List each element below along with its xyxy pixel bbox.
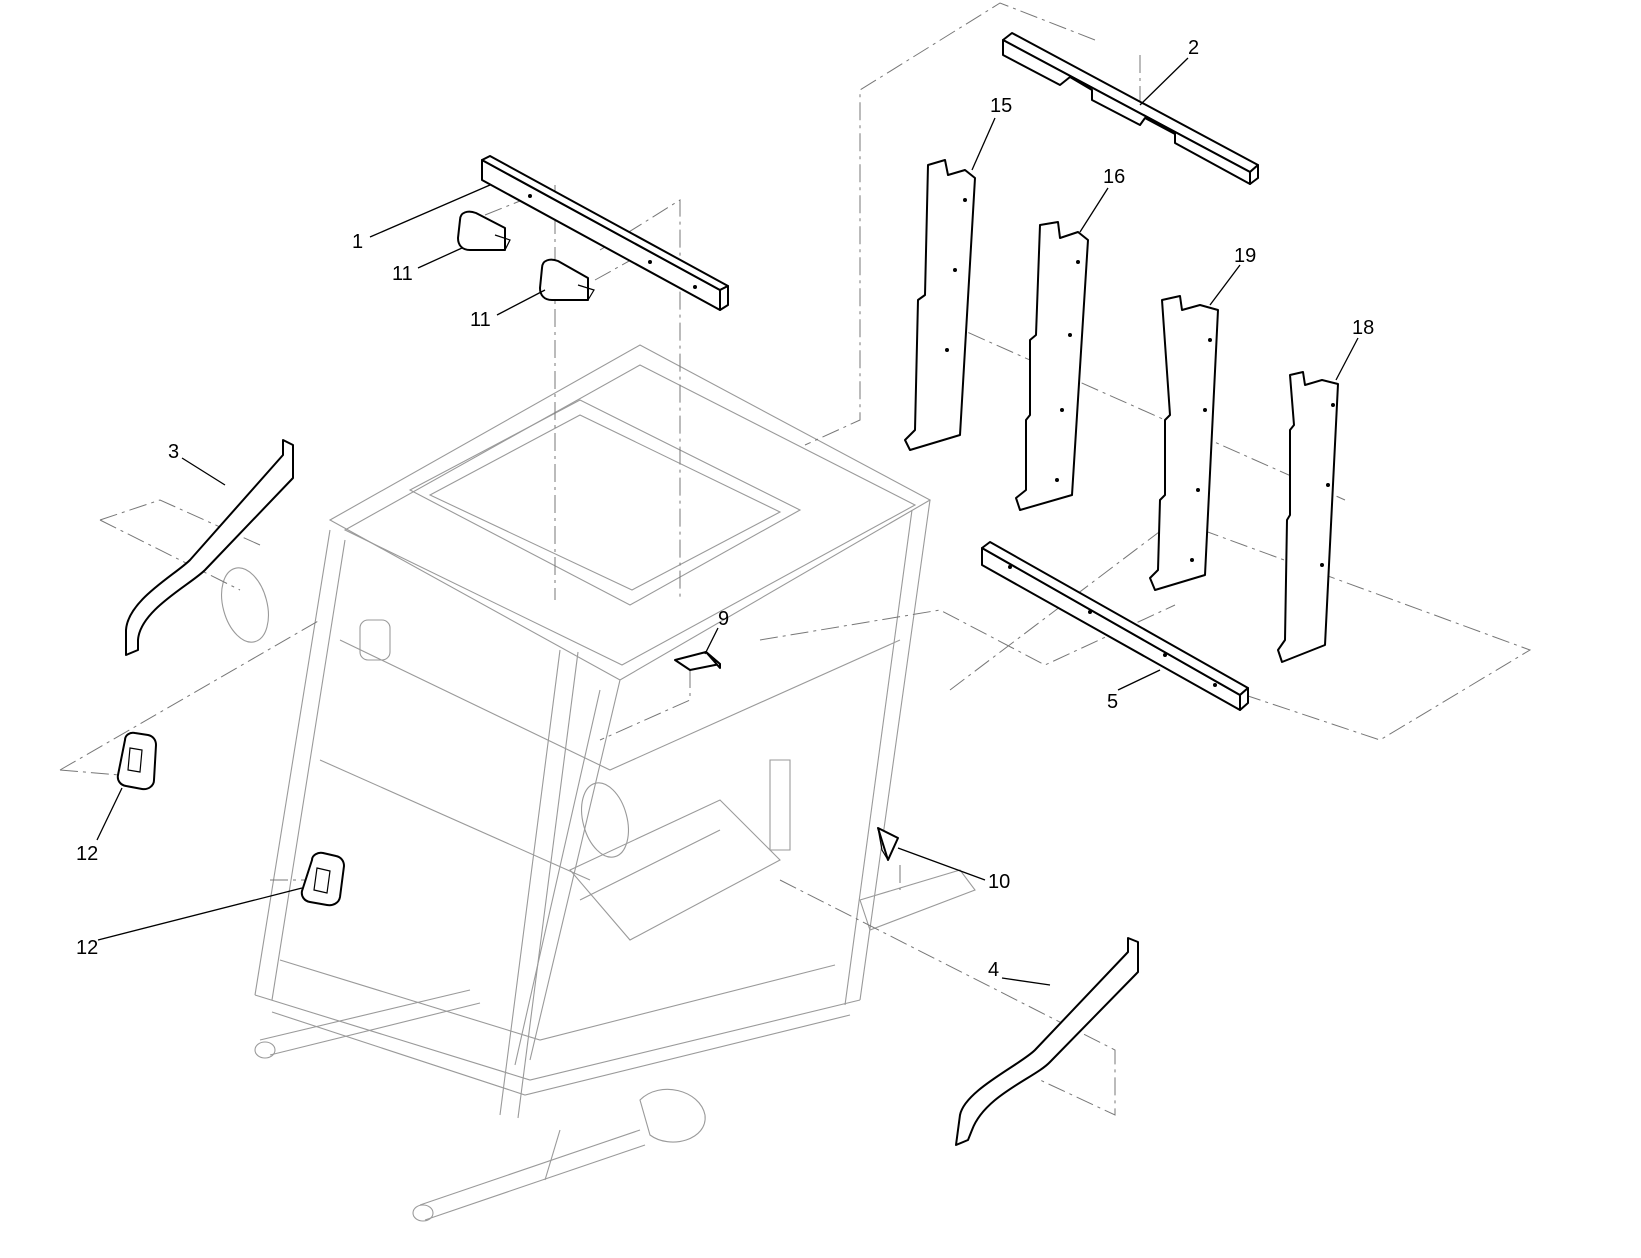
callout-18: 18 [1352,317,1374,339]
callout-11-upper: 11 [392,263,413,285]
callout-5: 5 [1107,691,1118,713]
callout-11-lower: 11 [470,309,491,331]
callout-labels: 1 2 3 4 5 9 10 11 11 12 12 15 16 18 19 [76,37,1374,981]
callout-1: 1 [352,231,363,253]
callout-15: 15 [990,95,1012,117]
callout-12-lower: 12 [76,937,98,959]
part-11-pad-upper [457,210,511,251]
part-10-wedge [877,827,899,861]
part-11-pad-lower [539,258,595,301]
callout-12-upper: 12 [76,843,98,865]
callout-4: 4 [988,959,999,981]
callout-10: 10 [988,871,1010,893]
callout-19: 19 [1234,245,1256,267]
part-12-pad-upper [116,731,157,791]
part-15-panel [904,159,976,451]
part-12-pad-lower [300,851,345,907]
callout-2: 2 [1188,37,1199,59]
callout-9: 9 [718,608,729,630]
part-4-right-curved-strip [955,937,1139,1146]
part-2-top-rear-bar [1002,32,1259,185]
part-19-panel [1149,295,1219,591]
part-5-rear-bar [981,541,1249,711]
part-16-panel [1015,221,1089,511]
callout-3: 3 [168,441,179,463]
callout-16: 16 [1103,166,1125,188]
part-3-left-curved-strip [125,439,294,656]
part-1-top-front-bar [481,155,729,311]
part-9-wedge [674,651,721,671]
leader-lines [96,57,1359,986]
part-18-panel [1277,371,1339,663]
cab-frame-phantom [221,344,976,1222]
